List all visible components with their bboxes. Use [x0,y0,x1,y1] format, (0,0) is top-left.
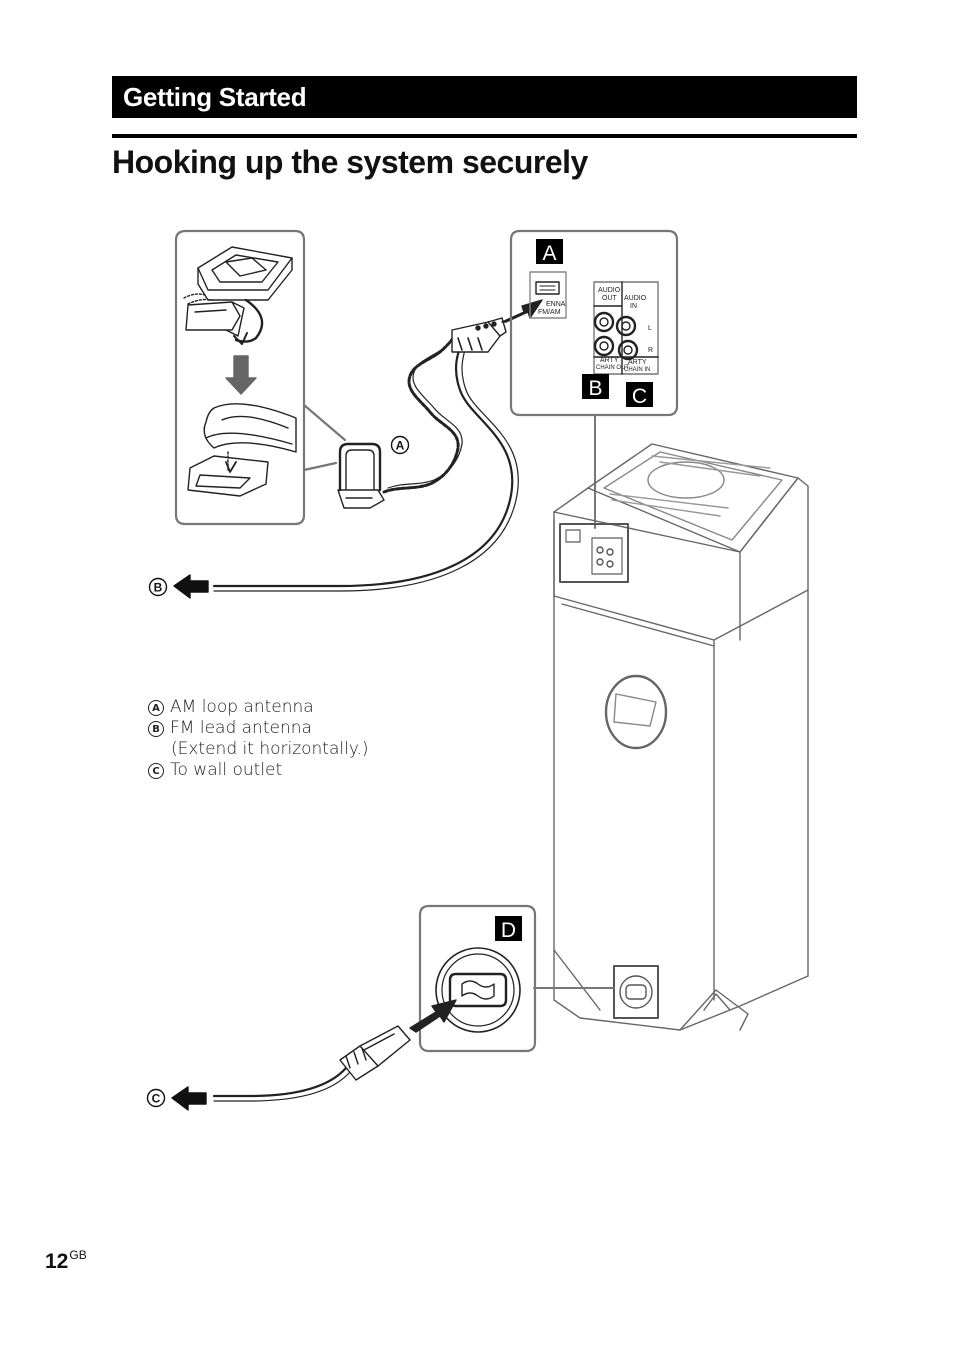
am-antenna-wire [382,332,460,494]
page-number-value: 12 [45,1250,69,1273]
legend-text: To wall outlet [170,760,283,780]
legend-item: (Extend it horizontally.) [148,739,369,760]
page-title: Hooking up the system securely [112,144,588,180]
speaker-unit [533,443,809,1031]
page-number: 12GB [45,1248,87,1274]
audio-out-label-1: AUDIO [598,287,621,294]
antenna-plug [451,299,543,353]
audio-out-label-2: OUT [602,295,618,302]
ac-inlet-inset [418,904,537,1053]
legend-text: (Extend it horizontally.) [171,739,369,759]
marker-b-circle [148,577,168,597]
audio-in-label-2: IN [630,303,637,310]
marker-b-text: B [154,581,163,595]
right-channel-label: R [648,347,653,354]
callout-box-a [536,239,563,264]
callout-box-c [626,382,653,407]
marker-a-text: A [396,439,405,453]
callout-label-c: C [632,385,647,408]
legend-text: FM lead antenna [170,718,312,738]
rear-panel-inset [509,229,679,529]
callout-box-b [582,374,609,399]
party-out-label-2: CHAIN OUT [596,365,629,371]
legend-item: A AM loop antenna [148,697,369,718]
section-title: Getting Started [123,82,307,112]
ac-power-cord [212,999,457,1102]
section-header-bar: Getting Started [112,76,857,118]
legend-marker: C [148,762,164,779]
callout-label-b: B [588,377,602,400]
marker-a-circle [390,435,410,455]
outlet-direction-arrow [171,1086,207,1111]
page-region-suffix: GB [69,1248,87,1262]
callout-label-d: D [501,919,516,942]
marker-c-text: C [152,1092,161,1106]
antenna-label-1: ENNA [546,301,566,308]
party-in-label-1: ARTY [628,359,647,366]
left-channel-label: L [648,325,652,332]
am-loop-antenna [337,442,385,509]
legend-item: C To wall outlet [148,760,369,781]
marker-c-circle [146,1088,166,1108]
party-in-label-2: CHAIN IN [624,367,650,373]
legend-item: B FM lead antenna [148,718,369,739]
antenna-label-2: FM/AM [538,309,561,316]
fm-direction-arrow [173,574,209,599]
title-rule [112,134,857,138]
callout-label-a: A [542,242,556,265]
legend-marker: B [148,720,164,737]
legend: A AM loop antenna B FM lead antenna (Ext… [148,697,369,781]
legend-text: AM loop antenna [170,697,314,717]
legend-marker: A [148,699,164,716]
audio-in-label-1: AUDIO [624,295,647,302]
callout-box-d [495,916,522,941]
fm-antenna-wire [212,340,514,588]
antenna-assembly-inset [174,229,347,526]
party-out-label-1: ARTY [600,357,619,364]
